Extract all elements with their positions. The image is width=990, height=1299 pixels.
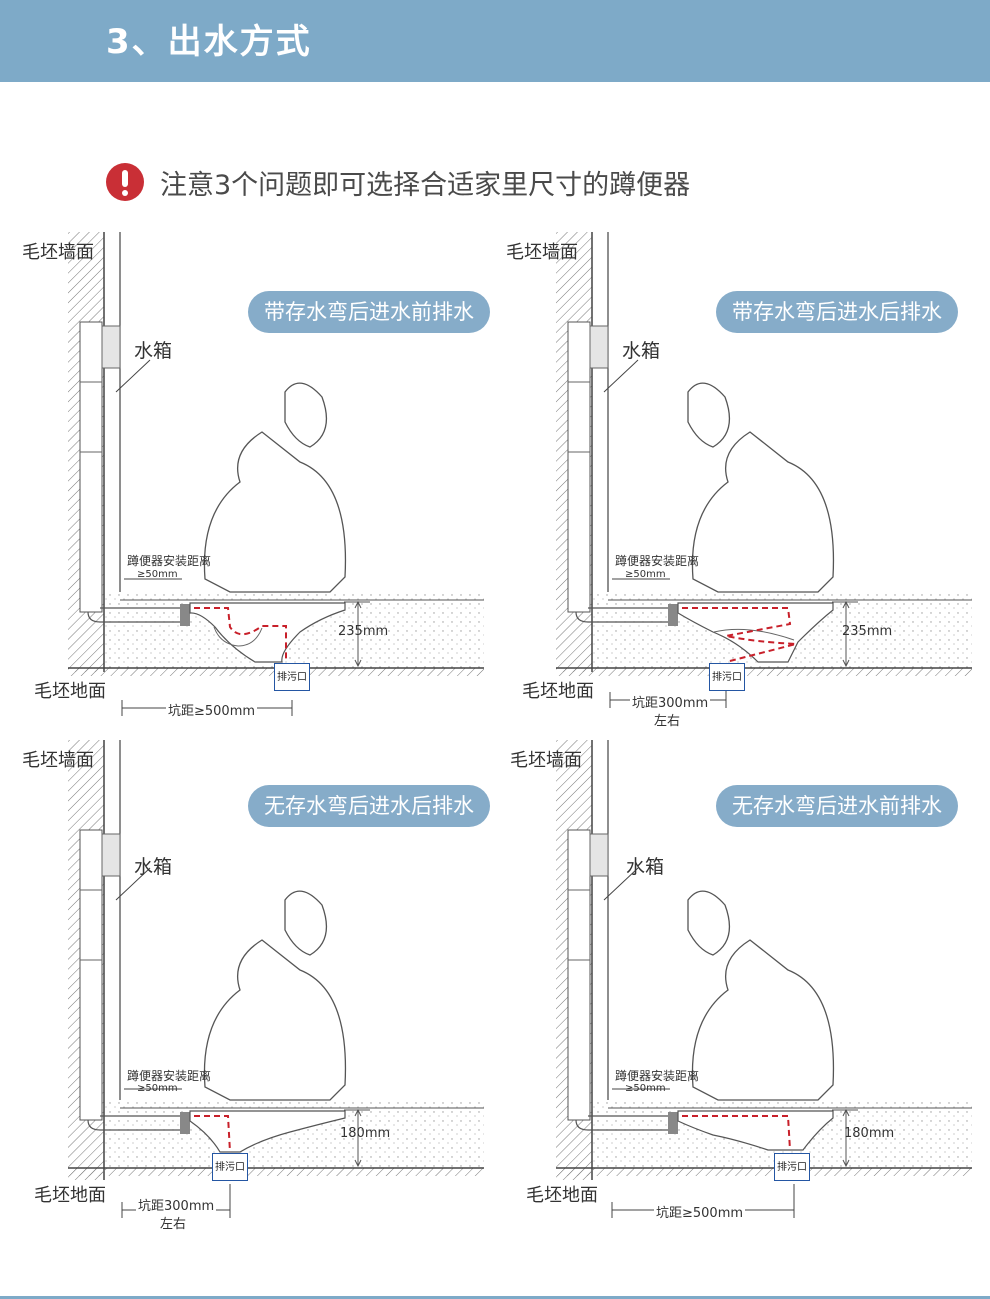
outlet-label: 排污口 [212,1153,248,1181]
install-distance-label: 蹲便器安装距离 [615,554,700,568]
inlet-pipe [87,607,183,623]
wall-label: 毛坯墙面 [22,750,94,771]
diagram-panel-3: 无存水弯后进水后排水 毛坯墙面 水箱 蹲便器安装距离 ≥50mm 180mm 排… [0,740,495,1240]
min-distance-label: ≥50mm [137,569,178,580]
install-distance-label: 蹲便器安装距离 [615,1069,700,1083]
approx-label: 左右 [654,714,681,729]
panel-title: 无存水弯后进水前排水 [716,785,958,827]
pit-distance-label: 坑距≥500mm [166,700,258,719]
height-label: 235mm [338,624,389,639]
wall-label: 毛坯墙面 [22,242,94,263]
height-label: 180mm [340,1126,391,1141]
wall-label: 毛坯墙面 [506,242,578,263]
wall-label: 毛坯墙面 [510,750,582,771]
outlet-label: 排污口 [774,1153,810,1181]
outlet-label: 排污口 [274,663,310,691]
tank-label: 水箱 [626,856,665,878]
header-bar: 3、出水方式 [0,0,990,82]
flow-path [194,607,287,662]
notice: 注意3个问题即可选择合适家里尺寸的蹲便器 [106,162,690,202]
height-label: 235mm [842,624,893,639]
squatting-figure [203,382,347,593]
outlet-label: 排污口 [709,663,745,691]
min-distance-label: ≥50mm [137,1083,178,1094]
install-distance-label: 蹲便器安装距离 [127,554,212,568]
diagram-drawing [556,232,972,708]
floor-label: 毛坯地面 [34,681,106,702]
height-label: 180mm [844,1126,895,1141]
tank-label: 水箱 [134,856,173,878]
diagram-panel-2: 带存水弯后进水后排水 毛坯墙面 水箱 蹲便器安装距离 ≥50mm 235mm 排… [488,232,983,732]
min-distance-label: ≥50mm [625,1083,666,1094]
pit-distance-label: 坑距≥500mm [654,1202,746,1221]
water-tank [79,321,103,613]
panel-title: 带存水弯后进水后排水 [716,291,958,333]
warning-icon [106,163,144,201]
page-title: 3、出水方式 [106,22,312,62]
floor-label: 毛坯地面 [526,1185,598,1206]
floor-label: 毛坯地面 [34,1185,106,1206]
install-distance-label: 蹲便器安装距离 [127,1069,212,1083]
approx-label: 左右 [160,1217,187,1232]
min-distance-label: ≥50mm [625,569,666,580]
notice-text: 注意3个问题即可选择合适家里尺寸的蹲便器 [160,169,691,201]
footer-divider [0,1296,990,1299]
tank-label: 水箱 [622,340,661,362]
tank-label: 水箱 [134,340,173,362]
panel-title: 无存水弯后进水后排水 [248,785,490,827]
diagram-panel-1: 带存水弯后进水前排水 毛坯墙面 水箱 蹲便器安装距离 ≥50mm 235mm 排… [0,232,495,732]
diagram-drawing [68,232,484,716]
pit-distance-label: 坑距300mm [136,1195,217,1214]
panel-title: 带存水弯后进水前排水 [248,291,490,333]
diagram-drawing [68,740,484,1218]
pit-distance-label: 坑距300mm [630,692,711,711]
diagram-panel-4: 无存水弯后进水前排水 毛坯墙面 水箱 蹲便器安装距离 ≥50mm 180mm 排… [488,740,983,1240]
floor-label: 毛坯地面 [522,681,594,702]
